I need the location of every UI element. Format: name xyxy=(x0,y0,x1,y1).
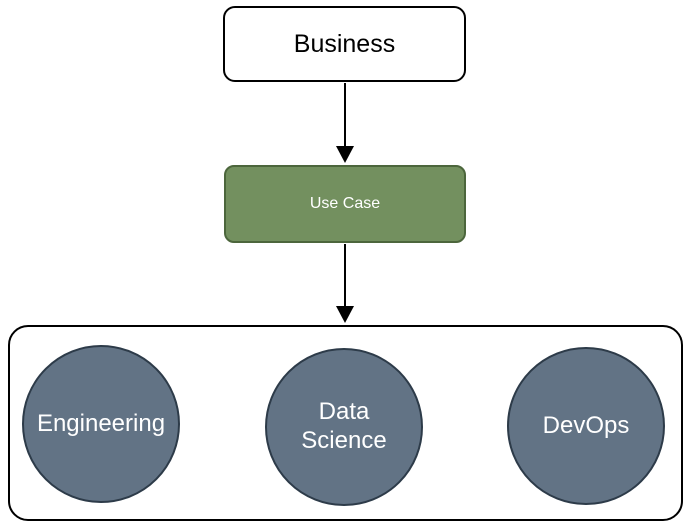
business-node: Business xyxy=(223,6,466,82)
devops-node: DevOps xyxy=(507,347,665,505)
arrow-down-icon xyxy=(336,306,354,323)
data-science-node: Data Science xyxy=(265,348,423,506)
engineering-label: Engineering xyxy=(36,409,166,437)
business-label: Business xyxy=(293,29,396,58)
data-science-label: Data Science xyxy=(301,398,387,454)
devops-label: DevOps xyxy=(542,411,630,439)
arrow-line xyxy=(344,83,346,147)
use-case-label: Use Case xyxy=(309,195,381,212)
use-case-node: Use Case xyxy=(224,165,466,243)
engineering-node: Engineering xyxy=(22,345,180,503)
arrow-line xyxy=(344,244,346,307)
arrow-down-icon xyxy=(336,146,354,163)
